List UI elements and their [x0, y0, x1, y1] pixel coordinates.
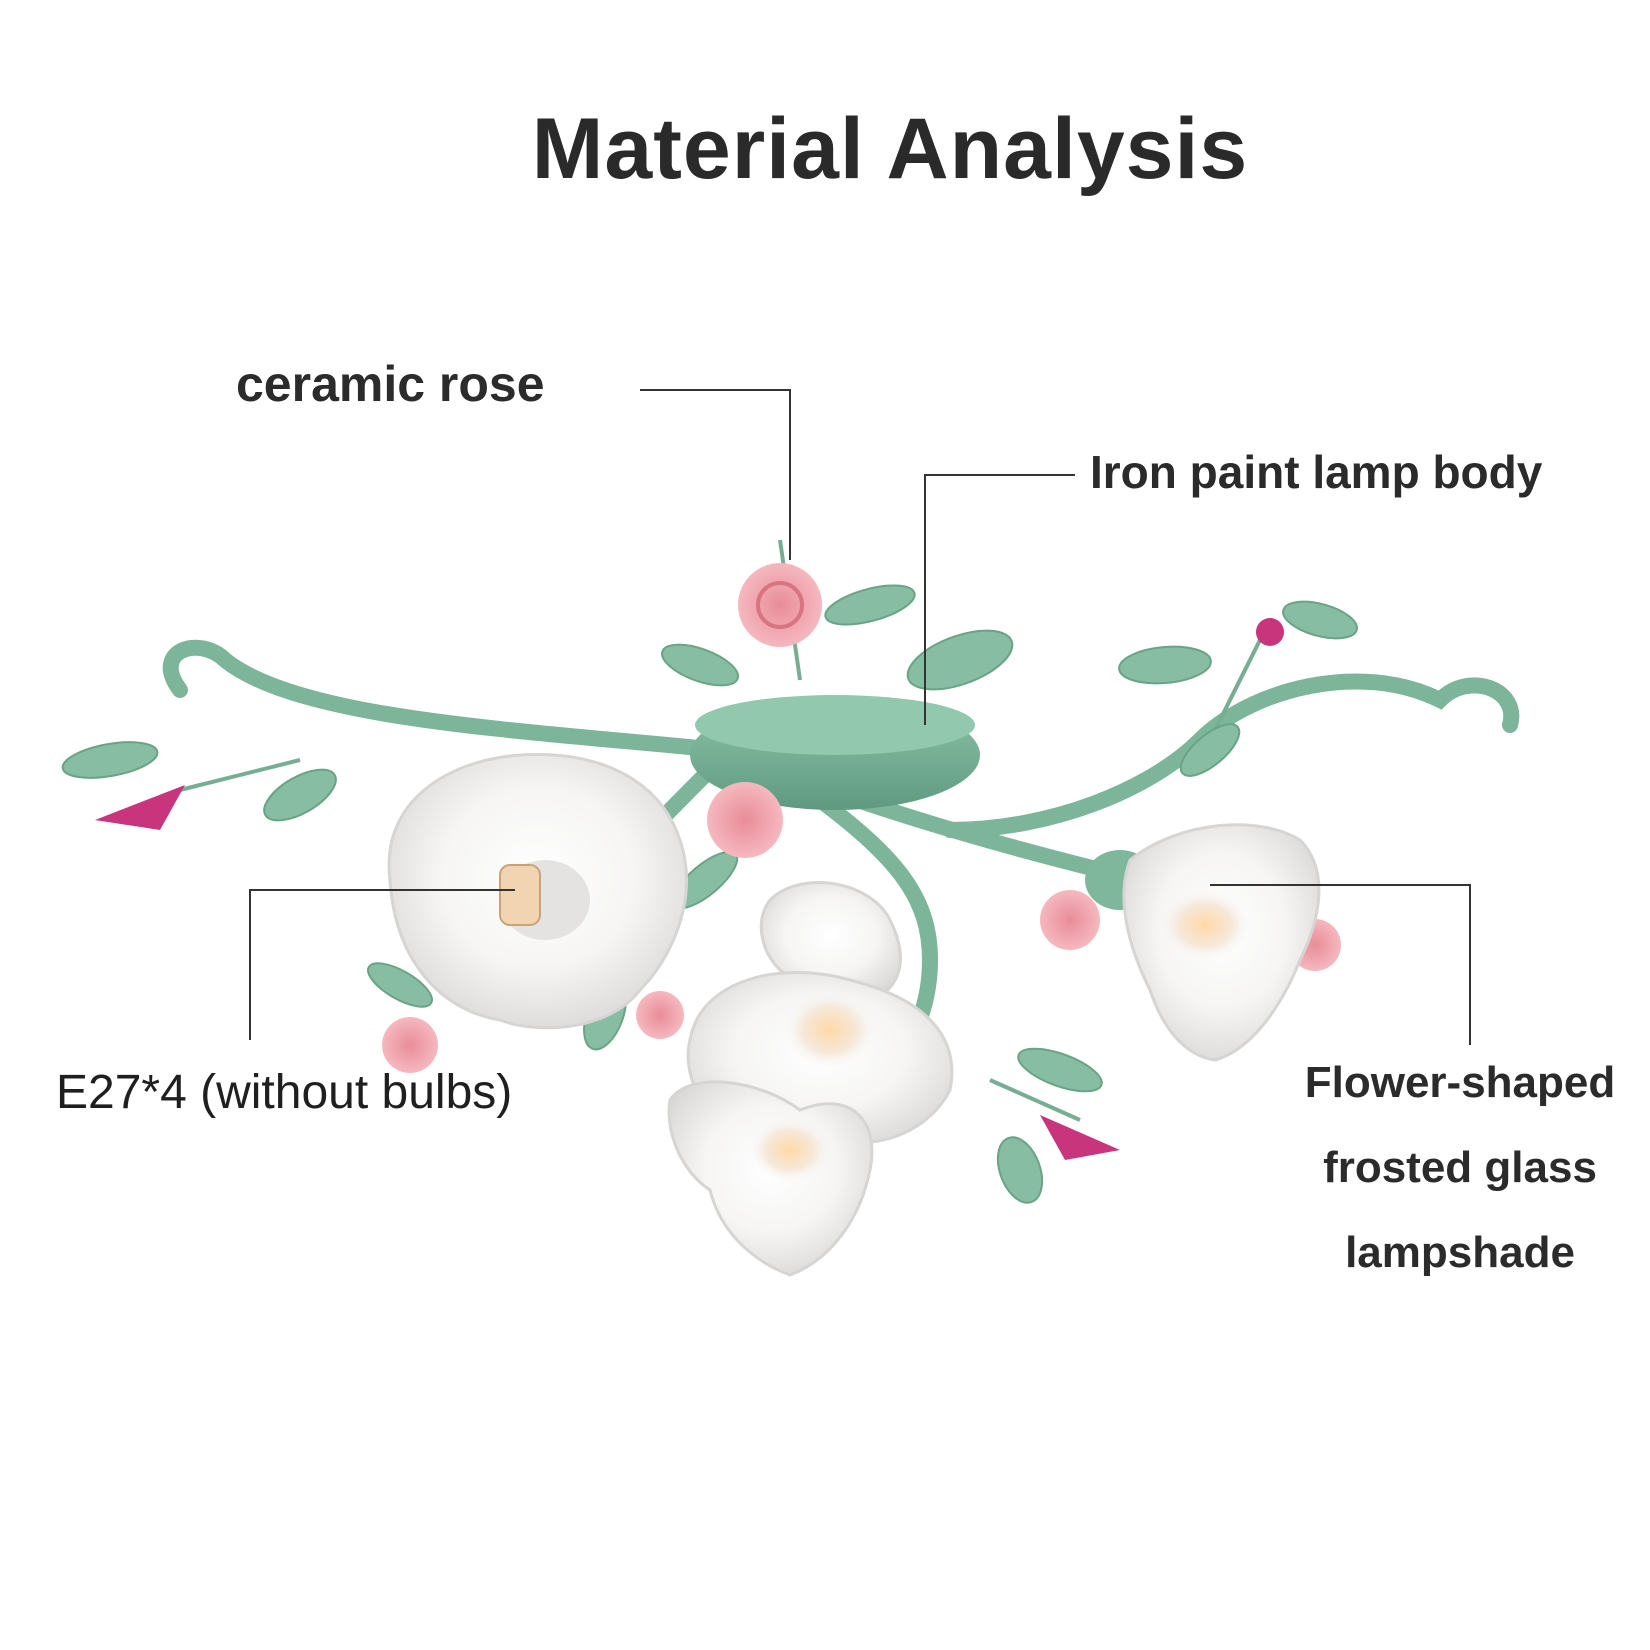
callout-lamp-body: Iron paint lamp body — [1090, 446, 1543, 498]
leader-line-shade — [1210, 884, 1471, 1045]
calla-lilies — [95, 618, 1284, 1160]
callout-lampshade-line3: lampshade — [1345, 1228, 1575, 1277]
callout-ceramic-rose: ceramic rose — [236, 356, 545, 412]
callout-lampshade-line2: frosted glass — [1323, 1143, 1597, 1192]
callout-lampshade: Flower-shaped frosted glass lampshade — [1270, 1040, 1650, 1295]
leader-line-body — [924, 474, 1075, 725]
leader-lines — [249, 389, 1471, 1045]
callout-lampshade-line1: Flower-shaped — [1304, 1058, 1616, 1107]
lampshade-right — [1085, 823, 1321, 1062]
leader-line-socket — [249, 889, 515, 1040]
callout-socket: E27*4 (without bulbs) — [56, 1066, 513, 1119]
lamp-body-base — [690, 695, 980, 810]
lampshade-left — [387, 752, 688, 1030]
page-title: Material Analysis — [531, 101, 1249, 197]
leader-line-rose — [640, 389, 791, 560]
lampshade-center — [667, 881, 954, 1277]
